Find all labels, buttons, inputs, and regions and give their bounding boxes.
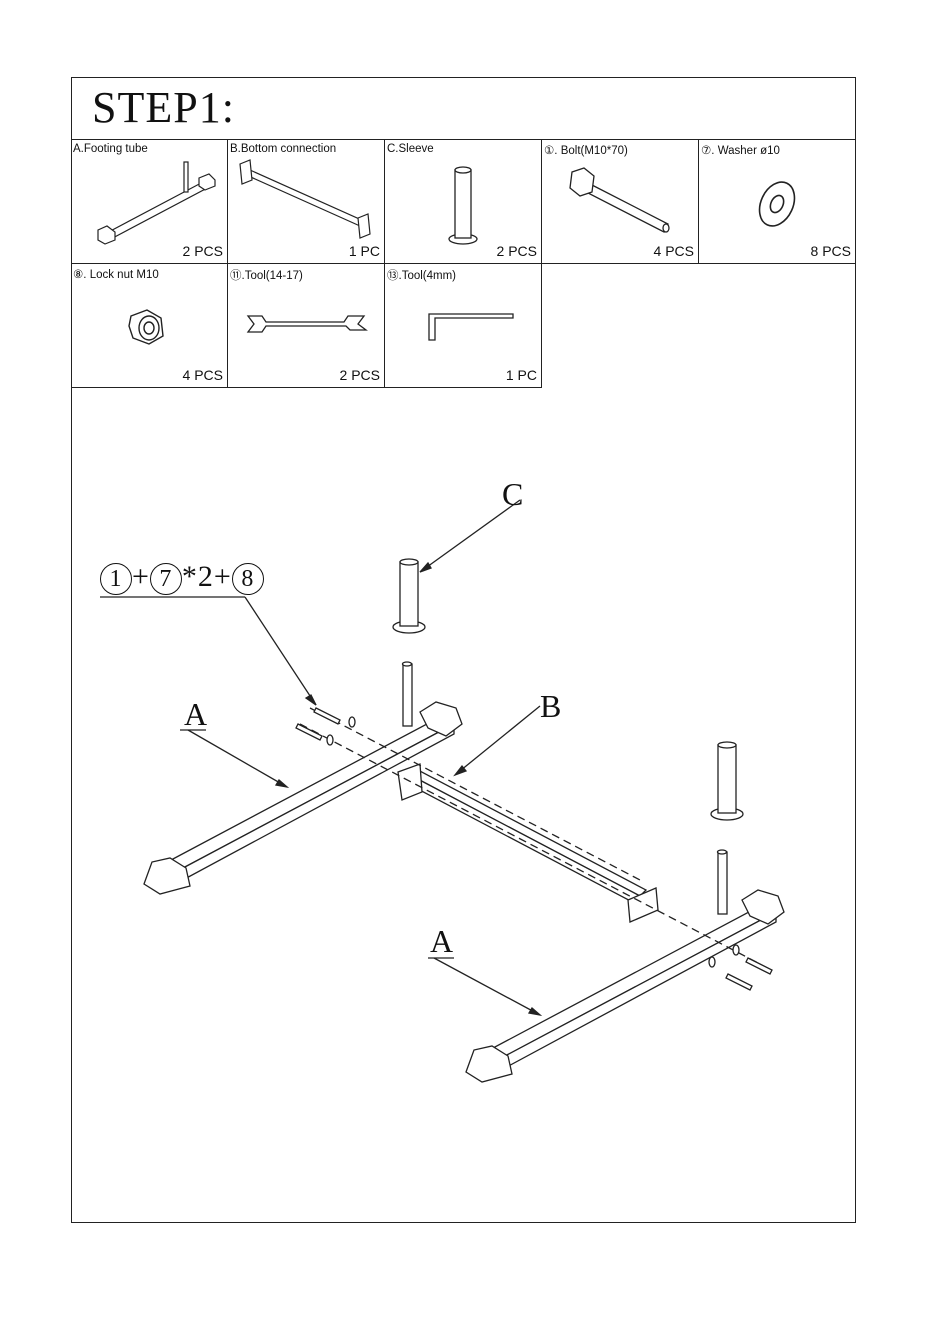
- callout-footing-tube-right: A: [430, 925, 453, 957]
- sleeve-part-drawing-right: [711, 742, 743, 820]
- part-number-7: 7: [150, 563, 182, 595]
- multiplier: *2+: [182, 560, 232, 593]
- bottom-connection-drawing: [398, 764, 658, 922]
- sleeve-part-drawing: [393, 559, 425, 633]
- callout-sleeve: C: [502, 478, 523, 510]
- plus-sign: +: [132, 560, 150, 593]
- hardware-formula: 1+7*2+8: [100, 560, 264, 595]
- part-number-1: 1: [100, 563, 132, 595]
- callout-footing-tube-left: A: [184, 698, 207, 730]
- callout-bottom-connection: B: [540, 690, 561, 722]
- part-number-8: 8: [232, 563, 264, 595]
